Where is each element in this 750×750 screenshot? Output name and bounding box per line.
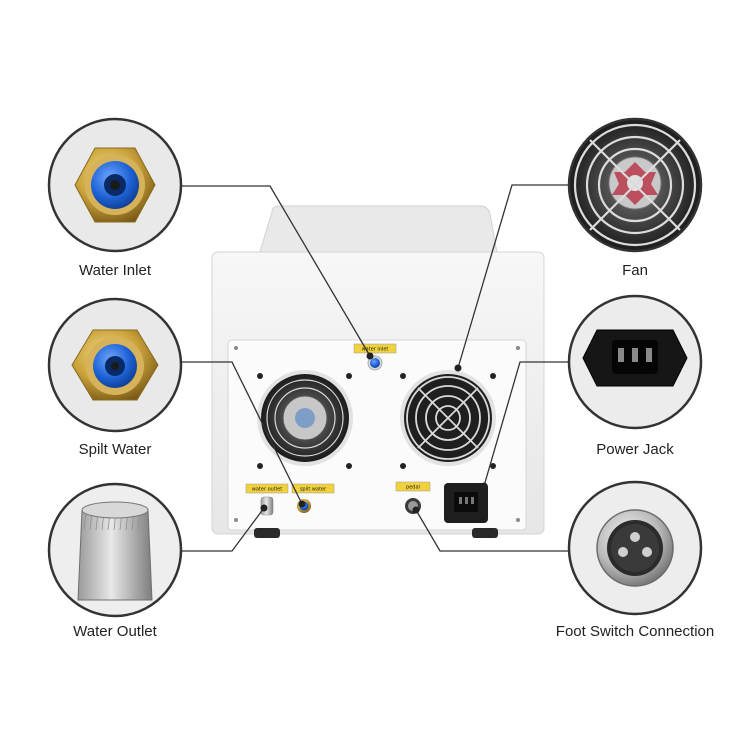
label-water-outlet: Water Outlet	[73, 623, 157, 640]
label-spilt-water: Spilt Water	[78, 441, 152, 458]
tag-spilt-water: spilt water	[291, 483, 335, 494]
panel-fan-left	[257, 370, 353, 469]
panel-power-jack	[444, 483, 488, 523]
tag-pedal: pedal	[395, 481, 431, 492]
panel-water-inlet-connector	[367, 355, 383, 371]
callout-water-outlet-image	[47, 482, 183, 618]
tag-water-inlet: water inlet	[353, 343, 397, 354]
callout-power-jack-image	[567, 294, 703, 430]
panel-fan-right	[400, 370, 496, 469]
label-power-jack: Power Jack	[596, 441, 674, 458]
callout-spilt-water-image	[47, 297, 183, 433]
leader-lines	[180, 184, 570, 552]
leader-endpoints	[260, 352, 488, 514]
svg-text:water outlet: water outlet	[252, 487, 282, 493]
callout-fan-image	[567, 117, 703, 253]
label-foot-switch-connection: Foot Switch Connection	[555, 623, 715, 640]
callout-foot-switch-image	[567, 480, 703, 616]
svg-text:pedal: pedal	[406, 485, 420, 491]
tag-water-outlet: water outlet	[245, 483, 289, 494]
svg-text:water inlet: water inlet	[362, 347, 389, 353]
svg-text:spilt water: spilt water	[300, 487, 327, 493]
callout-water-inlet-image	[47, 117, 183, 253]
label-fan: Fan	[622, 262, 648, 279]
label-water-inlet: Water Inlet	[79, 262, 151, 279]
